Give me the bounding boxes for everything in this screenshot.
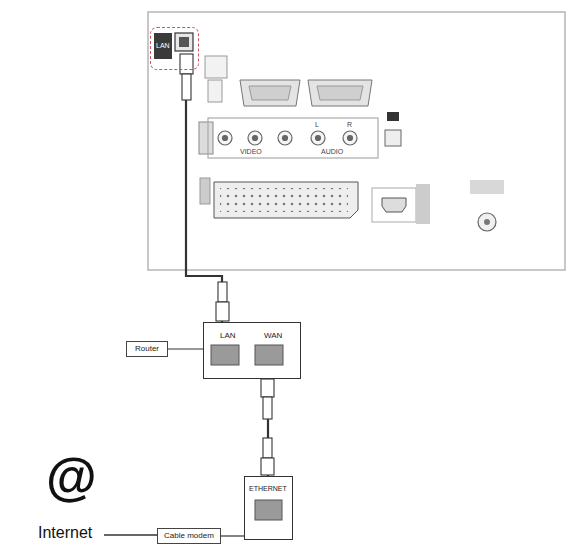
cable-plug <box>218 282 227 302</box>
node-text: LAN <box>154 33 172 59</box>
router-box: LAN WAN <box>203 322 301 379</box>
node-text: Router <box>135 344 159 354</box>
antenna-jack <box>478 213 496 231</box>
optical-port <box>387 112 399 121</box>
network-cable <box>186 70 222 322</box>
device-tag: Cable modem <box>157 528 221 544</box>
port-label: R <box>347 121 352 128</box>
modem-box: ETHERNET <box>244 476 293 540</box>
cable-plug <box>216 302 229 321</box>
hdmi-port <box>382 198 406 212</box>
port-label: VIDEO <box>240 148 262 155</box>
cable-plug <box>261 379 274 397</box>
cable-plug <box>180 54 193 74</box>
cable-plug <box>182 74 191 100</box>
dsub-connector <box>240 80 372 106</box>
usb-port <box>208 80 222 102</box>
scart-connector <box>214 182 358 218</box>
hdmi-surround <box>372 188 416 222</box>
usb-block <box>205 56 227 78</box>
scart-surround <box>200 178 210 204</box>
internet-wire <box>104 534 157 535</box>
rca-jacks <box>199 118 378 158</box>
scart-pins <box>220 188 348 212</box>
cable-plug <box>261 458 274 475</box>
device-tag: Router <box>126 341 168 357</box>
node-text: WAN <box>264 331 282 340</box>
node-text: Cable modem <box>164 531 214 541</box>
lan-port-panel: LAN <box>150 27 199 70</box>
node-text: ETHERNET <box>249 485 287 492</box>
antenna-label-bar <box>470 180 504 194</box>
tag-leader <box>221 535 244 536</box>
modem-ethernet-port <box>255 500 282 520</box>
tag-leader <box>168 348 203 349</box>
lan-port-inner <box>179 37 189 47</box>
antenna-jack <box>484 219 490 225</box>
router-wan-port <box>255 345 283 365</box>
router-lan-port <box>211 345 239 365</box>
cable-plug <box>263 397 272 419</box>
node-text: LAN <box>220 331 236 340</box>
panel-outline <box>148 12 565 270</box>
side-panel <box>416 184 430 224</box>
port-label: AUDIO <box>321 148 343 155</box>
internet-label: Internet <box>38 524 92 542</box>
lan-port <box>175 33 193 51</box>
port-label: L <box>315 121 319 128</box>
optical-port <box>385 130 401 146</box>
cable-plug <box>263 438 272 458</box>
internet-symbol: @ <box>46 448 97 504</box>
